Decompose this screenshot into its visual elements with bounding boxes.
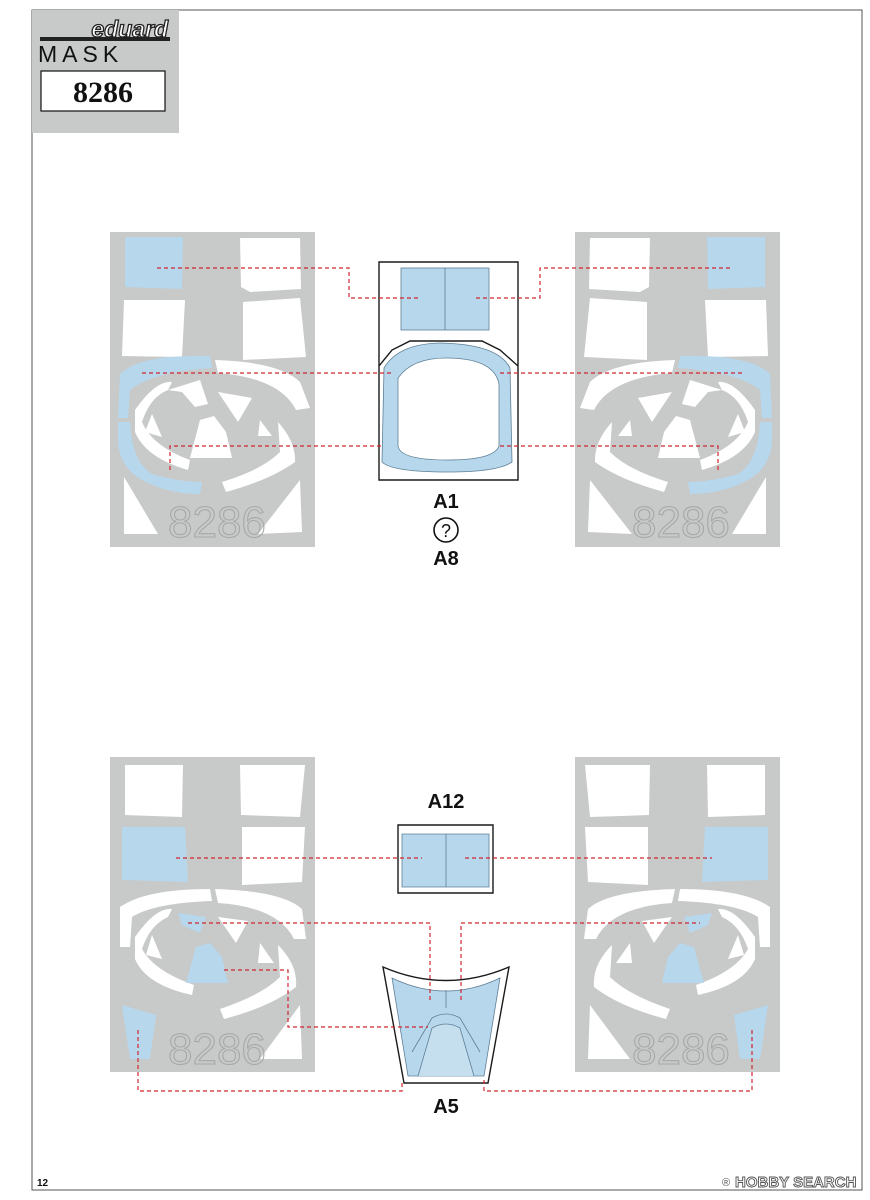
page-border [31, 9, 863, 1191]
leader-line [137, 1030, 403, 1092]
canopy-part-a1 [378, 261, 519, 481]
leader-line [188, 922, 431, 1000]
sheet-number-watermark: 8286 [168, 1025, 266, 1074]
part-label-a1: A1 [433, 491, 459, 513]
hobby-search-watermark: ® HOBBY SEARCH [722, 1174, 857, 1192]
mask-sheet-top-left: 8286 [110, 232, 315, 548]
set-number: 8286 [73, 76, 133, 109]
leader-line [224, 969, 428, 1028]
part-label-a12: A12 [428, 791, 465, 813]
part-label-a8: A8 [433, 548, 459, 570]
canopy-mask-frame [381, 342, 513, 473]
watermark-text: HOBBY SEARCH [735, 1174, 856, 1191]
leader-line [460, 922, 700, 1000]
windscreen-part-a12 [397, 824, 494, 894]
mask-sheet-bottom-left: 8286 [110, 757, 315, 1075]
sheet-number-watermark: 8286 [168, 498, 266, 547]
eduard-logo: eduard MASK 8286 [32, 10, 179, 133]
alternative-icon: ? [433, 517, 459, 543]
part-label-a5: A5 [433, 1096, 459, 1118]
leader-line [476, 267, 730, 299]
canopy-part-a5 [382, 965, 510, 1084]
page-number: 12 [37, 1178, 49, 1189]
leader-line [500, 445, 719, 472]
watermark-symbol: ® [722, 1177, 730, 1189]
leader-line [483, 1030, 753, 1092]
logo-brand-text: eduard [91, 16, 169, 42]
sheet-number-watermark: 8286 [632, 498, 730, 547]
leader-line [157, 267, 420, 299]
leader-line [169, 445, 384, 470]
sheet-number-watermark: 8286 [632, 1025, 730, 1074]
logo-product-line: MASK [38, 41, 123, 67]
alternative-mark: ? [441, 521, 451, 541]
